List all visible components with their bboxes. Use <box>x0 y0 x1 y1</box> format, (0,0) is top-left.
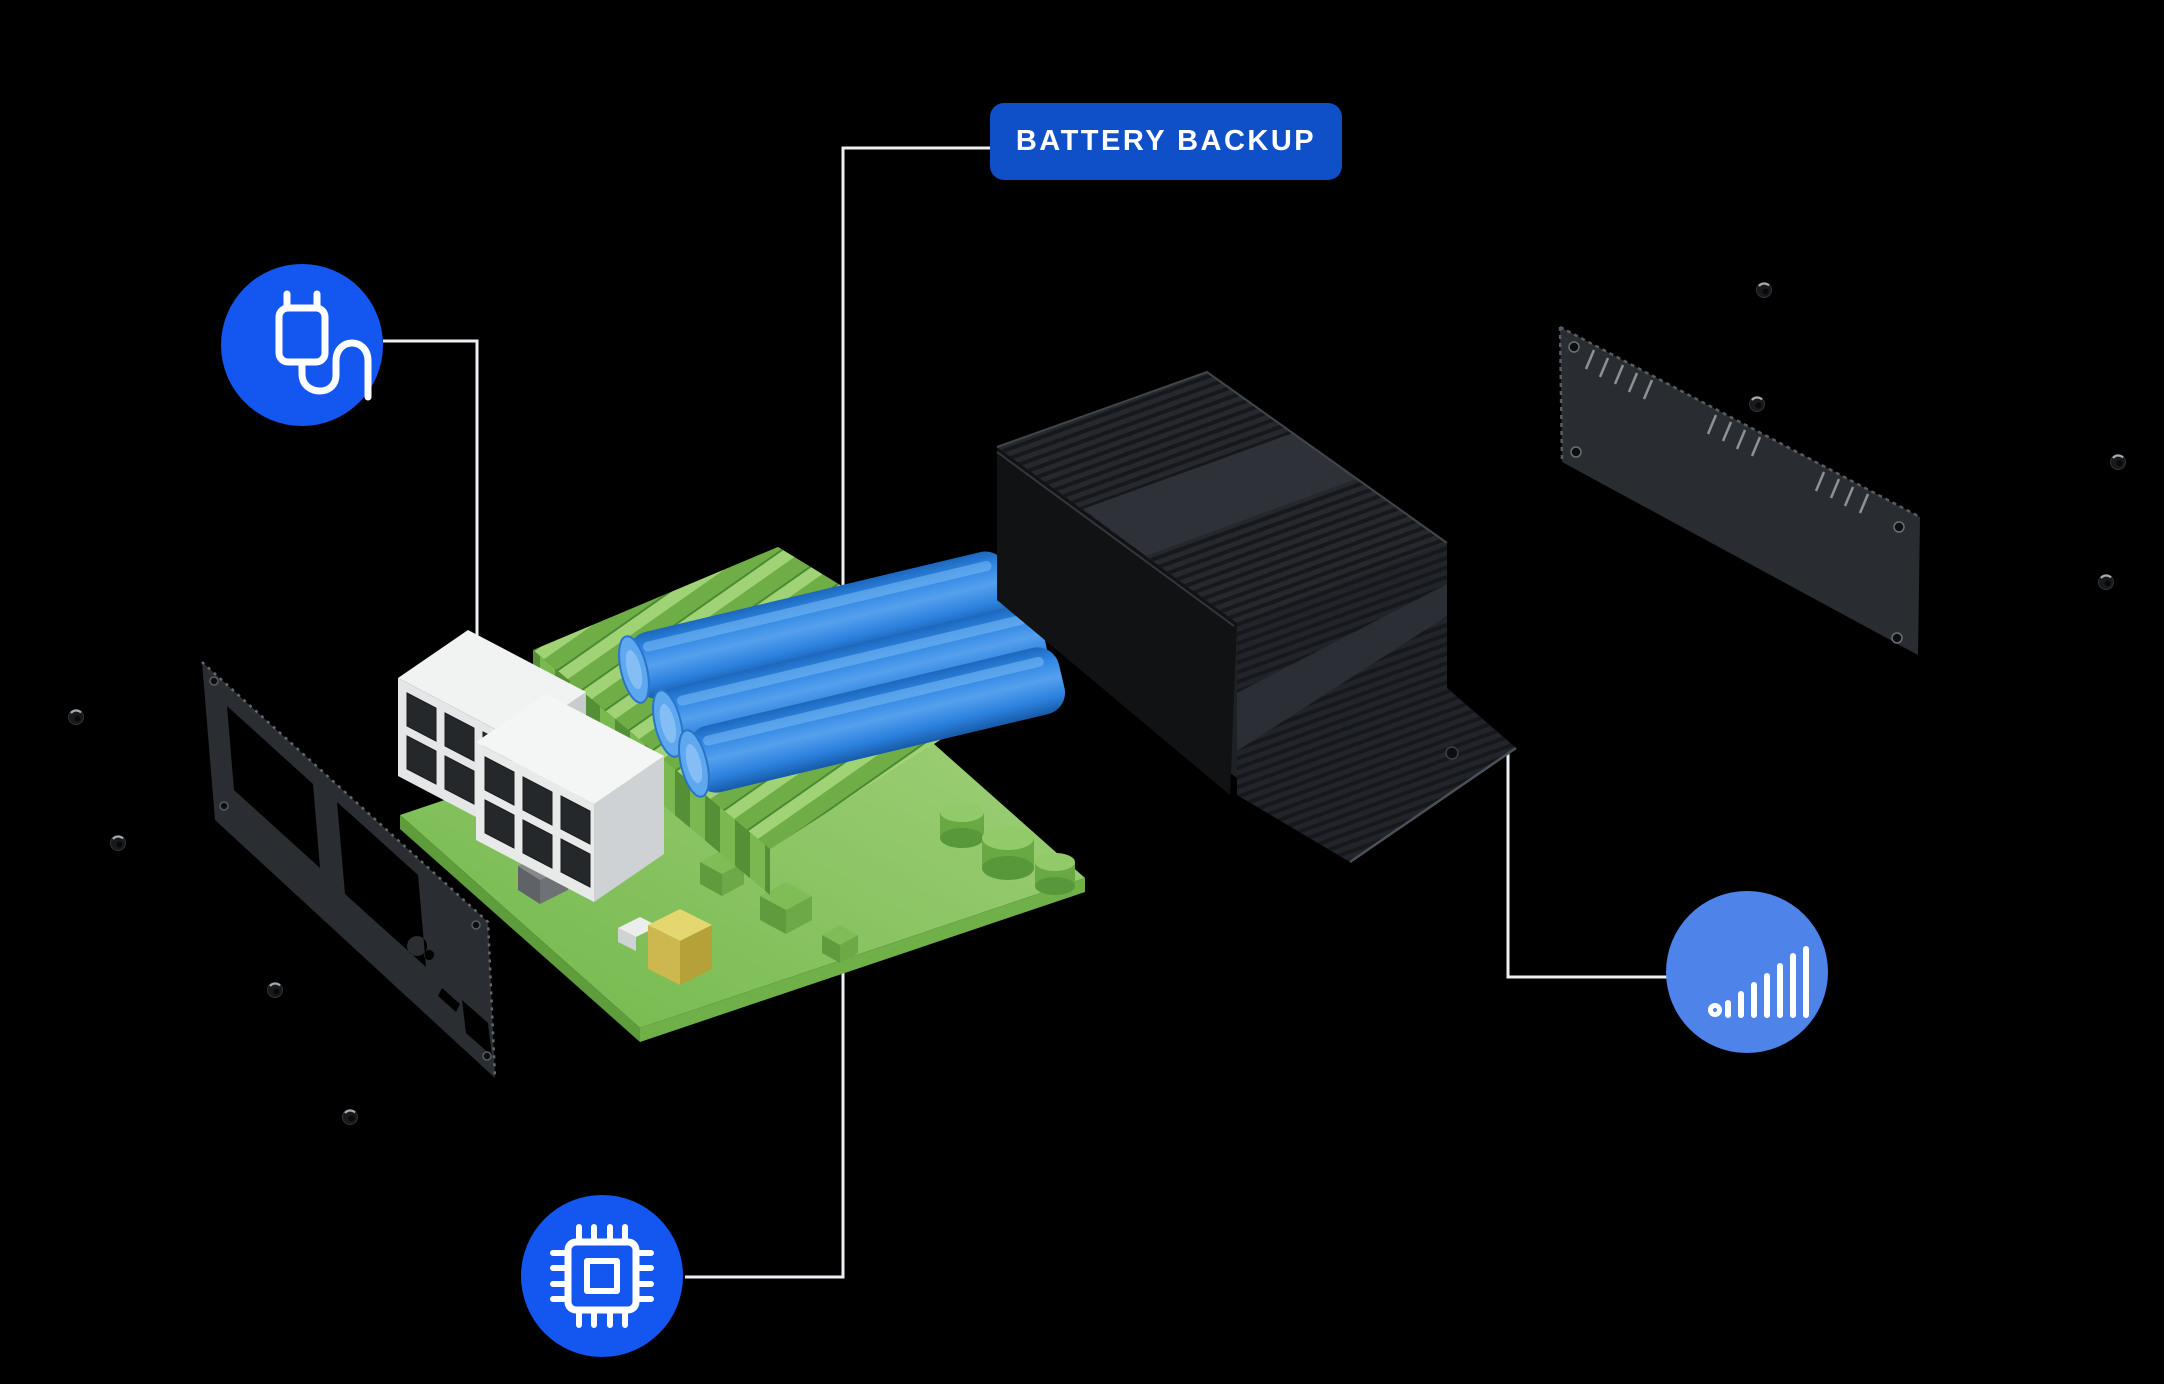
pcb-connectors <box>618 909 712 985</box>
screw <box>2110 454 2126 470</box>
extruded-enclosure <box>996 370 1517 864</box>
screw <box>267 982 283 998</box>
processor-callout-button[interactable] <box>521 1195 683 1357</box>
callout-lines <box>383 339 1668 1279</box>
screw <box>2098 574 2114 590</box>
screw <box>1756 282 1772 298</box>
back-panel-screw-holes <box>1568 341 1905 644</box>
front-panel <box>201 661 497 1079</box>
screw <box>110 835 126 851</box>
mounting-screws <box>68 282 2126 1125</box>
screw <box>68 709 84 725</box>
callout-line-power <box>383 339 479 648</box>
enclosure-opening <box>997 447 1237 795</box>
port-openings <box>484 756 591 888</box>
screw <box>1749 396 1765 412</box>
callout-line-processor <box>685 950 845 1279</box>
front-panel-screw-holes <box>209 676 492 1061</box>
callout-line-battery <box>841 146 990 642</box>
battery-cell-1 <box>618 551 1013 704</box>
signal-bars-icon <box>1708 946 1809 1018</box>
enclosure-flange <box>1445 746 1459 760</box>
back-panel-vents <box>1584 349 1870 514</box>
pcb-capacitors <box>940 802 1075 895</box>
circuit-board-assembly <box>398 146 1085 1042</box>
connectivity-callout-button[interactable] <box>1666 891 1828 1053</box>
cpu-chip-icon <box>550 1224 654 1328</box>
screw <box>342 1109 358 1125</box>
power-callout-button[interactable] <box>221 264 383 426</box>
battery-cell-3 <box>678 647 1066 798</box>
enclosure-right-face <box>1237 543 1517 864</box>
ethernet-port-module-front <box>476 694 664 902</box>
battery-backup-badge[interactable]: BATTERY BACKUP <box>990 103 1342 180</box>
battery-cells <box>618 551 1066 798</box>
callout-line-signal <box>1506 745 1668 979</box>
badge-label: BATTERY BACKUP <box>1015 125 1317 157</box>
enclosure-top-face <box>996 370 1448 623</box>
back-panel <box>1558 325 1921 655</box>
usb-cable-icon <box>275 290 372 401</box>
